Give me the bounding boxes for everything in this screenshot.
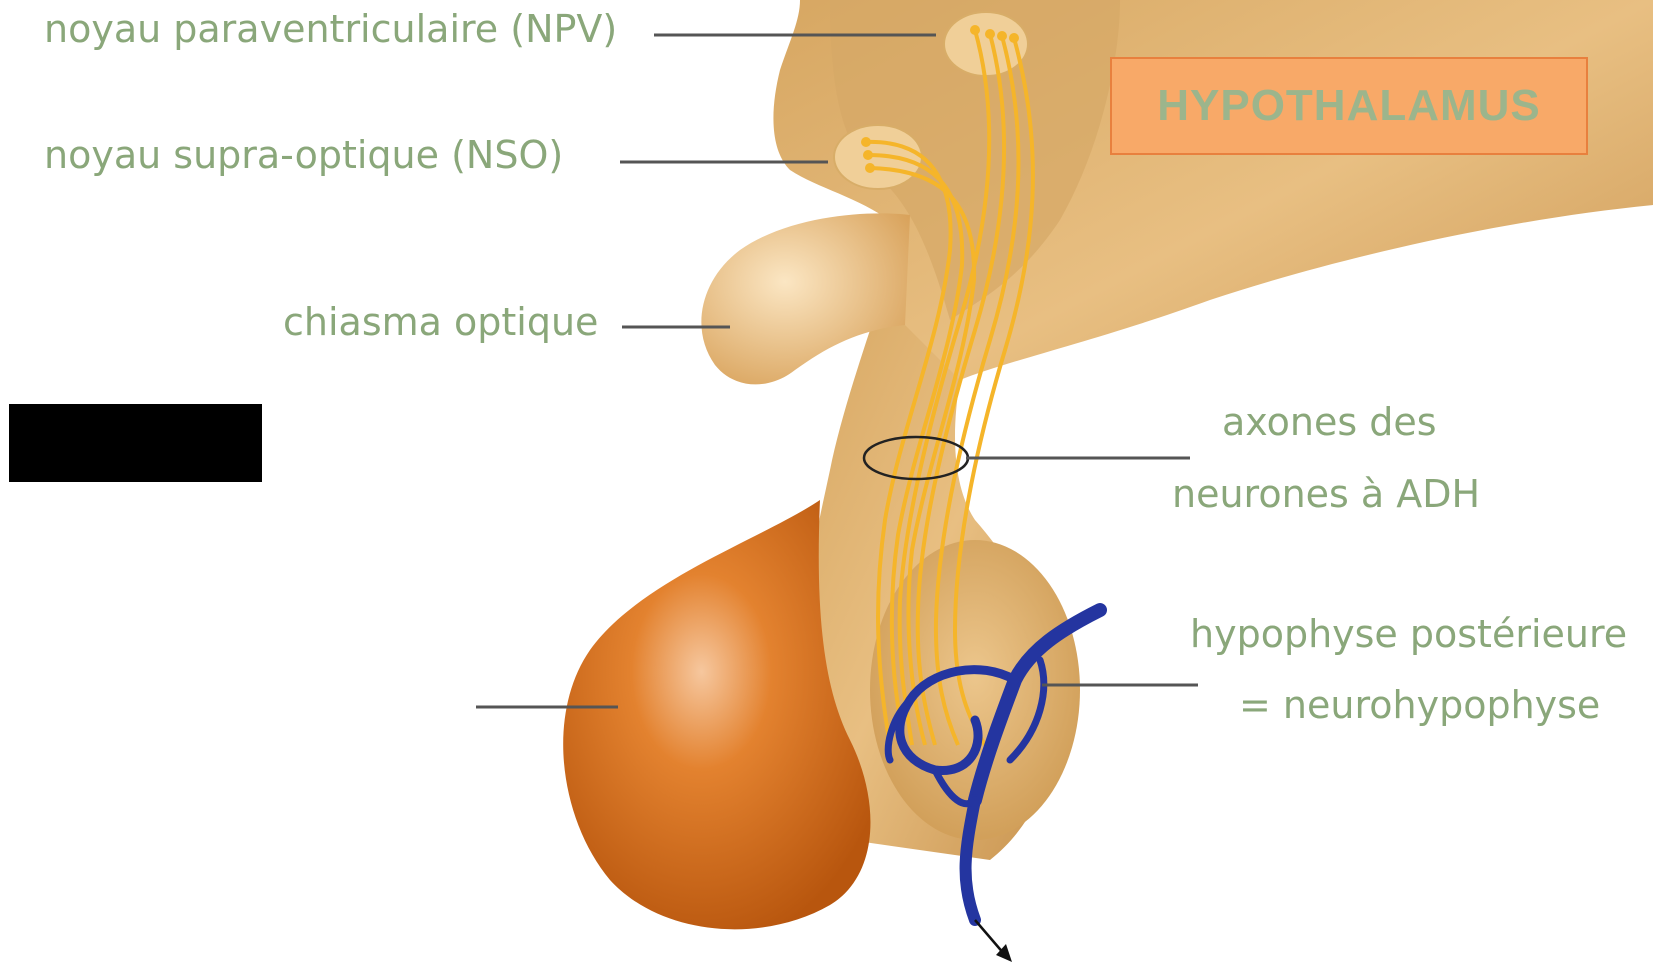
redacted-label-box [9, 404, 262, 482]
hypothalamus-title-box: HYPOTHALAMUS [1110, 57, 1588, 155]
blood-flow-arrow [975, 920, 1005, 955]
label-npv: noyau paraventriculaire (NPV) [44, 10, 617, 48]
label-axones-line1: axones des [1222, 403, 1437, 441]
label-posterior-line2: = neurohypophyse [1239, 686, 1600, 724]
label-posterior-line1: hypophyse postérieure [1190, 615, 1627, 653]
hypothalamus-title: HYPOTHALAMUS [1157, 81, 1541, 131]
label-chiasma: chiasma optique [283, 303, 598, 341]
label-axones-line2: neurones à ADH [1172, 475, 1480, 513]
label-nso: noyau supra-optique (NSO) [44, 136, 563, 174]
